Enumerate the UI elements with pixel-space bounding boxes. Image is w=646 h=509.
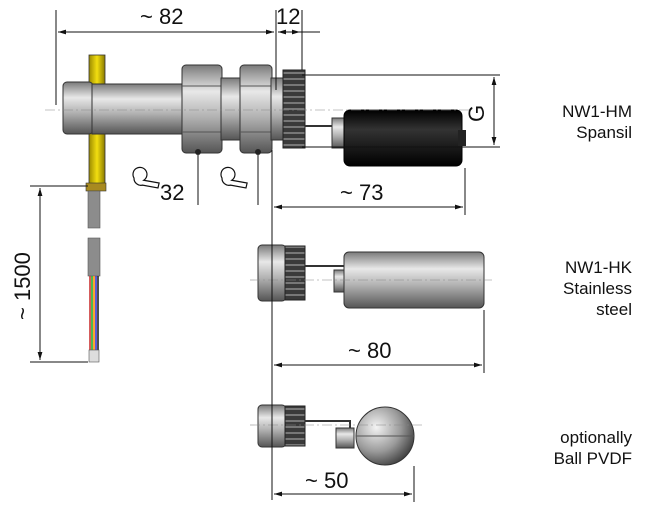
dim-thread-length: 12 — [276, 4, 300, 29]
dim-overall-length: ~ 82 — [140, 4, 183, 29]
variant-hm-label: NW1-HM Spansil — [562, 101, 632, 143]
variant-hk-line3: steel — [596, 300, 632, 319]
main-body — [91, 83, 188, 135]
cable — [85, 182, 107, 363]
sensor-assembly-hm — [45, 54, 470, 186]
variant-hm-line2: Spansil — [576, 123, 632, 142]
variant-hk-line1: NW1-HK — [564, 258, 632, 277]
dim-thread-size: G — [464, 105, 489, 122]
end-cap — [62, 81, 94, 135]
dim-float-hm: ~ 73 — [340, 180, 383, 205]
dimension-lines — [30, 10, 500, 502]
variant-hk-line2: Stainless — [563, 279, 632, 298]
variant-hk-label: NW1-HK Stainless steel — [563, 257, 632, 320]
variant-ball-line1: optionally — [560, 428, 632, 447]
dim-cable-length: ~ 1500 — [10, 252, 35, 320]
dim-float-hk: ~ 80 — [348, 338, 391, 363]
dim-float-ball: ~ 50 — [305, 468, 348, 493]
sensor-assembly-ball — [250, 404, 425, 466]
wrench-icon — [220, 166, 248, 189]
sensor-assembly-hk — [250, 244, 492, 309]
hex-nut-2 — [239, 64, 273, 154]
hex-nut-1 — [181, 64, 223, 154]
wrench-icon — [132, 166, 160, 189]
spansil-float — [343, 109, 463, 167]
dim-wrench-size: 32 — [160, 180, 184, 205]
variant-ball-label: optionally Ball PVDF — [554, 427, 632, 469]
variant-hm-line1: NW1-HM — [562, 102, 632, 121]
variant-ball-line2: Ball PVDF — [553, 449, 632, 468]
thread — [282, 69, 306, 149]
